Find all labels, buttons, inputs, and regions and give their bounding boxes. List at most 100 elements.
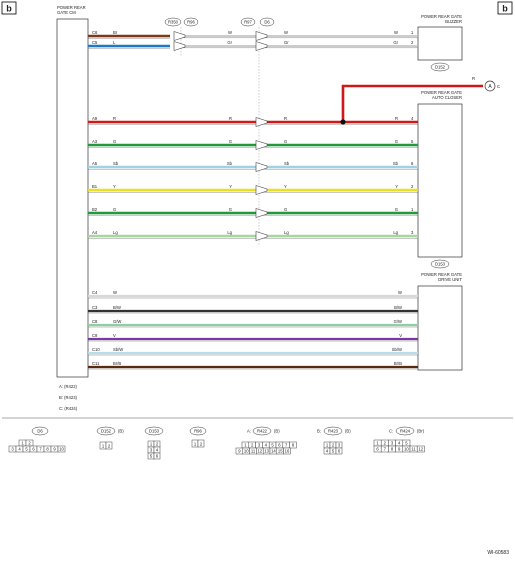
ground-tap-ref: A — [488, 84, 492, 90]
corner-badge-left-text: b — [6, 4, 12, 14]
ground-tap-wire-color: R — [472, 76, 475, 81]
wire-color-cm: G — [113, 207, 116, 212]
buzzer-name-line2: BUZZER — [445, 19, 462, 24]
svg-text:(B): (B) — [345, 429, 351, 434]
wire-color-before-d6: W — [228, 30, 232, 35]
buzzer-name-line1: POWER REAR GATE — [421, 14, 462, 19]
svg-text:D152: D152 — [435, 65, 446, 70]
legend-cell-label: 2 — [28, 440, 31, 445]
wire-pin: C10 — [92, 347, 100, 352]
legend-cell-label: 14 — [271, 448, 276, 453]
cm-connector-c: C: (R424) — [59, 406, 78, 411]
legend-cell-label: 4 — [326, 448, 329, 453]
closer-box — [417, 103, 463, 258]
legend-cell-label: 1 — [194, 441, 197, 446]
cm-connector-b: B: (R423) — [59, 395, 78, 400]
legend-cell-label: 8 — [292, 442, 295, 447]
ground-tap-suffix: C — [497, 84, 500, 89]
legend-cell-label: 9 — [398, 446, 401, 451]
legend-cell-label: 5 — [332, 448, 335, 453]
connector-arrow-d6 — [255, 117, 268, 127]
legend-cell-label: 2 — [384, 440, 387, 445]
wire-pin: A3 — [92, 139, 98, 144]
svg-text:D6: D6 — [37, 429, 43, 434]
wire-color-before-d6: R — [229, 116, 232, 121]
legend-cell — [57, 445, 66, 453]
wire-color-cm: G/W — [113, 319, 121, 324]
legend-cell — [283, 447, 291, 455]
wire-color-cm: L — [113, 40, 116, 45]
legend-cell — [416, 445, 425, 453]
wire-terminal: 2 — [411, 40, 414, 45]
wire-color-before-d6: Sb — [227, 161, 233, 166]
svg-text:(Br): (Br) — [417, 429, 425, 434]
wire-color-cm: Sb/W — [113, 347, 123, 352]
legend-cell-label: 13 — [264, 448, 269, 453]
wire-pin: C8 — [92, 319, 98, 324]
corner-badge-right-text: b — [502, 4, 508, 14]
connector-arrow-d6 — [255, 41, 268, 51]
wire-terminal: 1 — [411, 207, 414, 212]
legend-cell-label: 12 — [257, 448, 262, 453]
inline-connector-r350: R350 — [164, 17, 182, 27]
wire-color-after-d6: R — [284, 116, 287, 121]
closer-connector-tag: D153 — [430, 259, 450, 269]
legend-cell-label: 7 — [39, 446, 42, 451]
legend-cell-label: 15 — [278, 448, 283, 453]
legend-cell-label: 1 — [326, 442, 329, 447]
svg-text:D153: D153 — [149, 429, 160, 434]
connector-arrow-d6 — [255, 231, 268, 241]
wire-color-cm: R — [113, 116, 116, 121]
svg-text:R97: R97 — [244, 20, 252, 25]
legend-cell-label: 6 — [156, 453, 159, 458]
cm-name-line2: GATE CM — [57, 10, 76, 15]
svg-text:A:: A: — [247, 429, 251, 434]
svg-text:R350: R350 — [168, 20, 179, 25]
svg-text:(B): (B) — [118, 429, 124, 434]
wire-color-after-d6: G — [284, 139, 287, 144]
legend-cell — [105, 441, 113, 450]
wire-color-after-d6: Gr — [284, 40, 289, 45]
legend-cell-label: 5 — [25, 446, 28, 451]
wire-color-end: Sb — [393, 161, 399, 166]
legend-cell-label: 2 — [251, 442, 254, 447]
buzzer-connector-tag: D152 — [430, 62, 450, 72]
connector-arrow-r350 — [173, 41, 186, 51]
legend-cell-label: 6 — [32, 446, 35, 451]
wire-color-after-d6: Lg — [284, 230, 289, 235]
legend-cell-label: 4 — [265, 442, 268, 447]
svg-text:R422: R422 — [257, 429, 268, 434]
legend-cell-label: 9 — [238, 448, 241, 453]
legend-cell-label: 7 — [285, 442, 288, 447]
legend-cell-label: 10 — [244, 448, 249, 453]
drive-name-line2: DRIVE UNIT — [438, 277, 462, 282]
inline-connector-d6: D6 — [259, 17, 275, 27]
legend-cell-label: 1 — [150, 441, 153, 446]
legend-cell-label: 1 — [244, 442, 247, 447]
cm-connector-list: A: (R422) B: (R423) C: (R424) — [59, 384, 78, 411]
legend-cell-label: 6 — [376, 446, 379, 451]
wire-color-after-d6: G — [284, 207, 287, 212]
wire-color-before-d6: G — [229, 139, 232, 144]
inline-connector-r97: R97 — [240, 17, 256, 27]
wire-pin: C11 — [92, 361, 100, 366]
wire-color-cm: Br/B — [113, 361, 121, 366]
wire-color-end: G — [395, 139, 398, 144]
svg-text:C:: C: — [389, 429, 393, 434]
